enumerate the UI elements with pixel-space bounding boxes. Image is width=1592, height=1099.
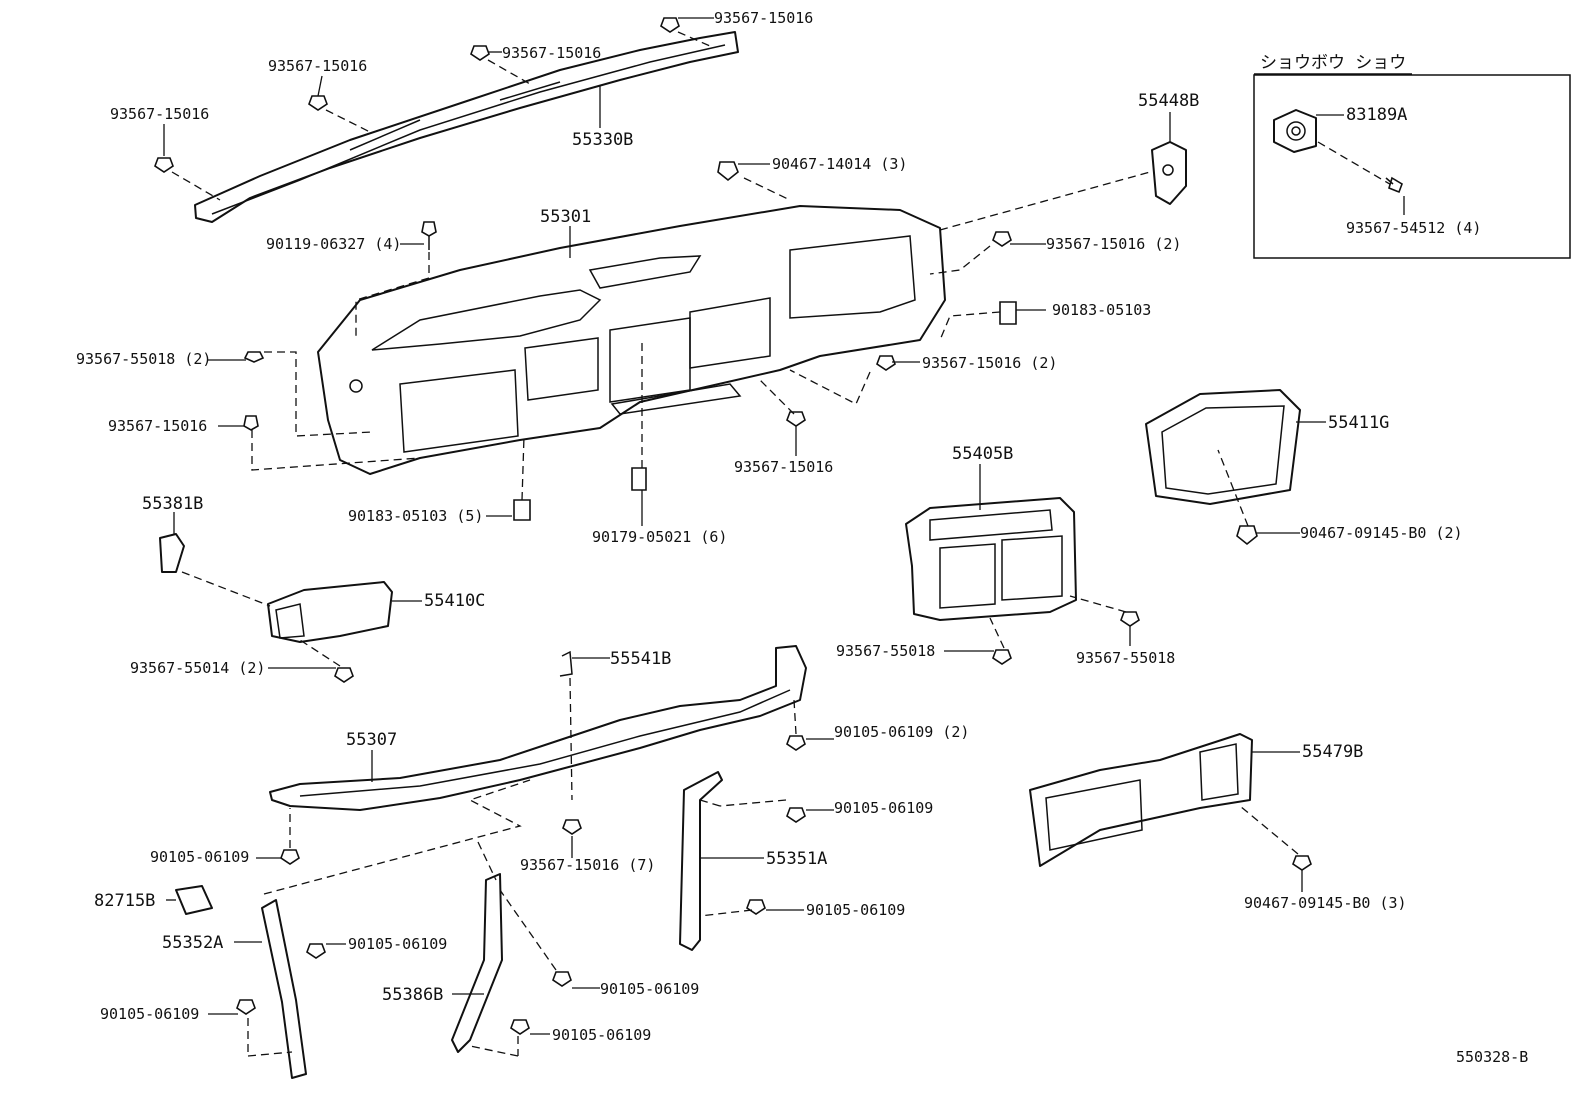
- callout-90183-05103-5: 90183-05103 (5): [348, 507, 483, 525]
- callout-93567-55018-b: 93567-55018: [1076, 649, 1175, 667]
- callout-90105-06109-a: 90105-06109: [834, 799, 933, 817]
- callout-93567-15016-d: 93567-15016: [110, 105, 209, 123]
- callout-55411G: 55411G: [1328, 413, 1389, 433]
- callout-93567-55018-2: 93567-55018 (2): [76, 350, 211, 368]
- duct-55410C: [181, 571, 422, 683]
- bolts-upper: [154, 17, 680, 173]
- inset-frame: [1253, 74, 1571, 259]
- panel-dash-lines: [251, 171, 1151, 501]
- callout-90119-06327: 90119-06327 (4): [266, 235, 401, 253]
- callout-55479B: 55479B: [1302, 742, 1363, 762]
- callout-55307: 55307: [346, 730, 397, 750]
- dash-lines-upper: [171, 31, 711, 201]
- callout-93567-15016-f: 93567-15016: [734, 458, 833, 476]
- callout-55330B: 55330B: [572, 130, 633, 150]
- bracket-55541B: [559, 650, 610, 801]
- callout-90105-06109-f: 90105-06109: [100, 1005, 199, 1023]
- inset-box: ショウボウ ショウ: [1253, 53, 1571, 259]
- brace-55351A: [679, 771, 804, 951]
- callout-93567-15016-7: 93567-15016 (7): [520, 856, 655, 874]
- bracket-55448B: [1151, 112, 1187, 205]
- callout-93567-15016-2b: 93567-15016 (2): [922, 354, 1057, 372]
- lower-fasteners: [256, 699, 834, 865]
- callout-55301: 55301: [540, 207, 591, 227]
- screw-93567-54512: [1385, 176, 1403, 194]
- callout-90105-06109-g: 90105-06109: [552, 1026, 651, 1044]
- callout-55410C: 55410C: [424, 591, 485, 611]
- callout-90105-06109-c: 90105-06109: [806, 901, 905, 919]
- brace-55352A: [208, 779, 531, 1079]
- callout-90467-14014: 90467-14014 (3): [772, 155, 907, 173]
- callout-93567-55014: 93567-55014 (2): [130, 659, 265, 677]
- glove-box-55479B: [1029, 733, 1312, 892]
- callout-82715B: 82715B: [94, 891, 155, 911]
- callout-93567-15016-c: 93567-15016: [268, 57, 367, 75]
- inset-dash: [1317, 141, 1401, 191]
- callout-55381B: 55381B: [142, 494, 203, 514]
- leader-lines: [163, 17, 1046, 526]
- callout-55448B: 55448B: [1138, 91, 1199, 111]
- callout-55541B: 55541B: [610, 649, 671, 669]
- callout-90467-09145-B0-2: 90467-09145-B0 (2): [1300, 524, 1463, 542]
- callout-93567-15016-e: 93567-15016: [108, 417, 207, 435]
- callout-55352A: 55352A: [162, 933, 223, 953]
- callout-90105-06109-b: 90105-06109: [150, 848, 249, 866]
- callout-55405B: 55405B: [952, 444, 1013, 464]
- cover-plate-83189A: [1273, 109, 1317, 153]
- callout-90105-06109-d: 90105-06109: [348, 935, 447, 953]
- callout-90105-06109-e: 90105-06109: [600, 980, 699, 998]
- callout-55351A: 55351A: [766, 849, 827, 869]
- callout-93567-54512: 93567-54512 (4): [1346, 219, 1481, 237]
- clip-82715B: [166, 885, 213, 915]
- callout-83189A: 83189A: [1346, 105, 1407, 125]
- reinforcement-55330B: [194, 31, 739, 223]
- brace-55386B: [451, 841, 600, 1057]
- callout-93567-55018-a: 93567-55018: [836, 642, 935, 660]
- callout-labels: 93567-15016 93567-15016 93567-15016 9356…: [76, 9, 1528, 1066]
- instrument-panel-55301: [317, 205, 946, 475]
- reinforcement-55307: [269, 645, 807, 811]
- callout-90183-05103: 90183-05103: [1052, 301, 1151, 319]
- callout-93567-15016-2a: 93567-15016 (2): [1046, 235, 1181, 253]
- bracket-55381B: [159, 512, 185, 573]
- center-cluster-55405B: [905, 464, 1140, 665]
- panel-fasteners: [243, 161, 1017, 521]
- callout-93567-15016-top: 93567-15016: [714, 9, 813, 27]
- figure-code: 550328-B: [1456, 1048, 1528, 1066]
- callout-90467-09145-B0-3: 90467-09145-B0 (3): [1244, 894, 1407, 912]
- callout-55386B: 55386B: [382, 985, 443, 1005]
- callout-90179-05021: 90179-05021 (6): [592, 528, 727, 546]
- callout-93567-15016-b: 93567-15016: [502, 44, 601, 62]
- inset-title: ショウボウ ショウ: [1260, 53, 1406, 73]
- callout-90105-06109-2: 90105-06109 (2): [834, 723, 969, 741]
- cover-55411G: [1145, 389, 1326, 546]
